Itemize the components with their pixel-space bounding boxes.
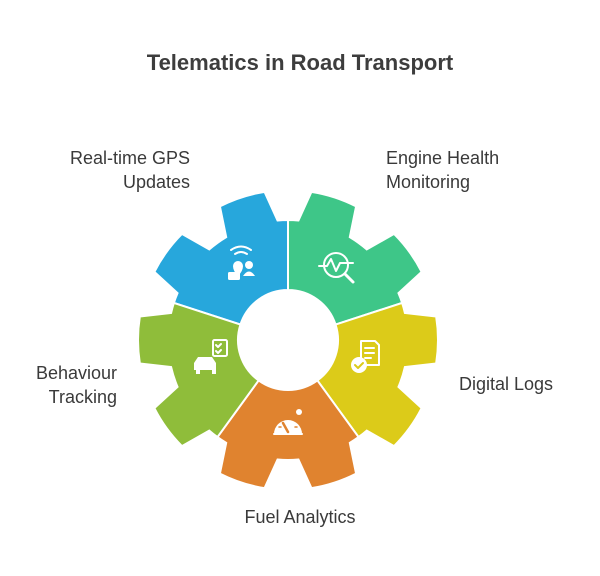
label-digital-logs: Digital Logs bbox=[459, 374, 554, 394]
car-checklist-icon bbox=[194, 339, 228, 374]
gear-hub bbox=[238, 290, 338, 390]
fuel-gauge-icon bbox=[273, 409, 303, 435]
diagram-title: Telematics in Road Transport bbox=[146, 50, 454, 75]
log-document-icon bbox=[351, 340, 380, 373]
health-monitor-icon bbox=[318, 252, 355, 284]
gps-tracking-icon bbox=[228, 245, 255, 280]
label-fuel-analytics: Fuel Analytics bbox=[244, 507, 356, 527]
